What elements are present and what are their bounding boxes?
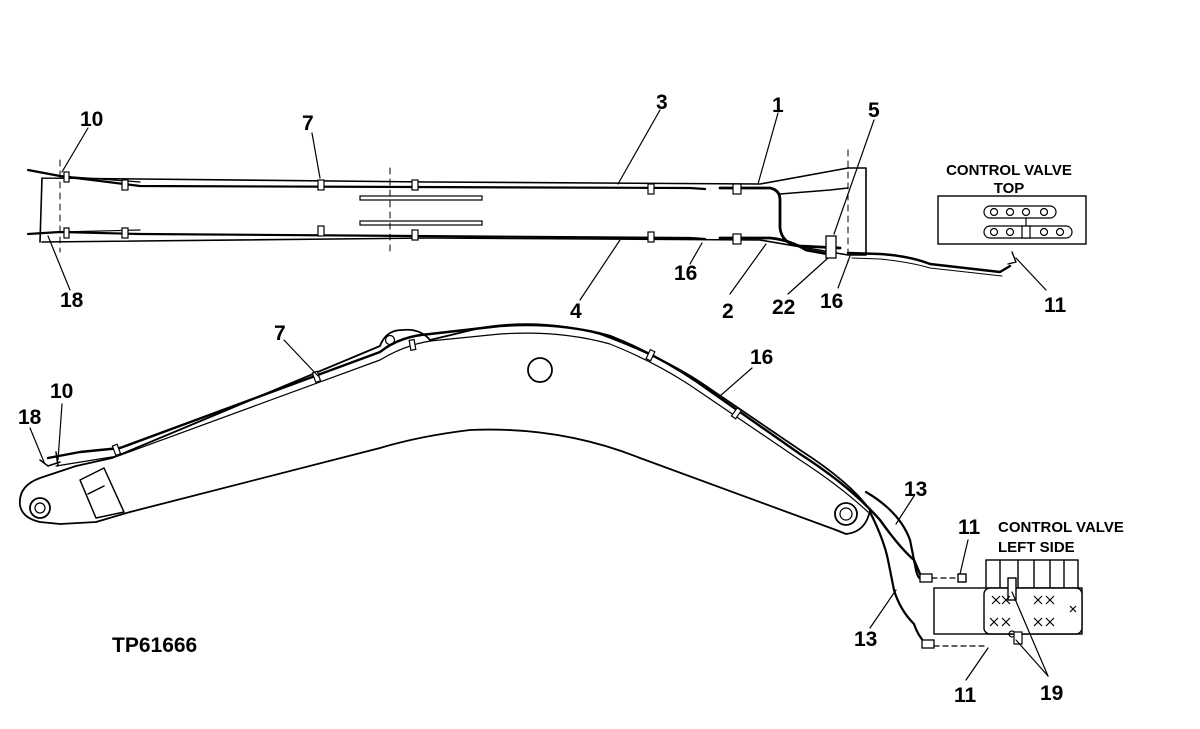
clamp-22 — [825, 235, 837, 259]
internal-bar-upper — [359, 195, 483, 201]
boom-pivot-inner — [839, 507, 853, 521]
callout-7-side: 7 — [274, 322, 286, 345]
valve-top-caption-line1: CONTROL VALVE — [946, 162, 1072, 179]
callout-7-top: 7 — [302, 112, 314, 135]
hose-lower-line — [26, 230, 707, 241]
boom-pivot-pin — [834, 502, 858, 526]
tip-fittings — [39, 451, 61, 467]
arm-hose-lower — [55, 332, 869, 513]
arm-top-view — [26, 109, 1087, 301]
hose-upper-line — [26, 168, 707, 191]
fitting-upper — [732, 183, 742, 195]
hose-13-lower — [868, 510, 928, 646]
hose-13-lower-fitting — [921, 639, 935, 649]
callout-13a-side: 13 — [904, 478, 927, 501]
callout-11-top: 11 — [1044, 294, 1067, 317]
callout-16b-top: 16 — [820, 290, 843, 313]
callout-11b-side: 11 — [954, 684, 977, 707]
internal-bar-lower — [359, 220, 483, 226]
callout-4-top: 4 — [570, 300, 582, 323]
hose-2 — [718, 236, 830, 256]
bucket-end-bracket — [79, 467, 125, 519]
callout-13b-side: 13 — [854, 628, 877, 651]
arm-side-view — [18, 323, 1083, 681]
control-valve-left-side-ports — [989, 595, 1077, 645]
callout-18-side: 18 — [18, 406, 42, 429]
bucket-pivot-pin — [29, 497, 51, 519]
callout-10-top: 10 — [80, 108, 103, 131]
top-view-clamps — [63, 171, 655, 243]
hose-13-upper-fitting — [919, 573, 933, 583]
cylinder-pin-hole — [527, 357, 553, 383]
valve-top-caption-line2: TOP — [994, 180, 1025, 197]
hose-5-line — [779, 187, 849, 195]
control-valve-left-side-body — [933, 559, 1083, 635]
control-valve-top-ports — [983, 205, 1073, 239]
arm-top-outline — [39, 167, 867, 256]
side-view-leaders — [29, 339, 1049, 681]
hose-11-top-inner — [851, 257, 1003, 277]
control-valve-top-box — [937, 195, 1087, 245]
callout-1-top: 1 — [772, 94, 784, 117]
callout-22-top: 22 — [772, 296, 795, 319]
side-view-clamps — [111, 338, 743, 457]
arm-hose-upper — [46, 323, 922, 576]
bucket-pivot-inner — [34, 502, 46, 514]
hose-13-upper — [864, 490, 926, 582]
callout-3-top: 3 — [656, 91, 668, 114]
callout-16-side: 16 — [750, 346, 773, 369]
callout-11a-side: 11 — [958, 516, 981, 539]
figure-id: TP61666 — [112, 634, 197, 657]
valve-side-caption-line2: LEFT SIDE — [998, 539, 1075, 556]
arm-side-outline — [18, 323, 871, 535]
callout-18-top: 18 — [60, 289, 84, 312]
fitting-lower — [732, 233, 742, 245]
callout-19-side: 19 — [1040, 682, 1063, 705]
callout-16a-top: 16 — [674, 262, 697, 285]
valve-side-caption-line1: CONTROL VALVE — [998, 519, 1124, 536]
callout-10-side: 10 — [50, 380, 73, 403]
callout-2-top: 2 — [722, 300, 734, 323]
hose-11-top — [846, 251, 1012, 274]
top-view-leaders — [47, 109, 1047, 301]
callout-5-top: 5 — [868, 99, 880, 122]
valve-top-fitting — [1007, 251, 1017, 265]
